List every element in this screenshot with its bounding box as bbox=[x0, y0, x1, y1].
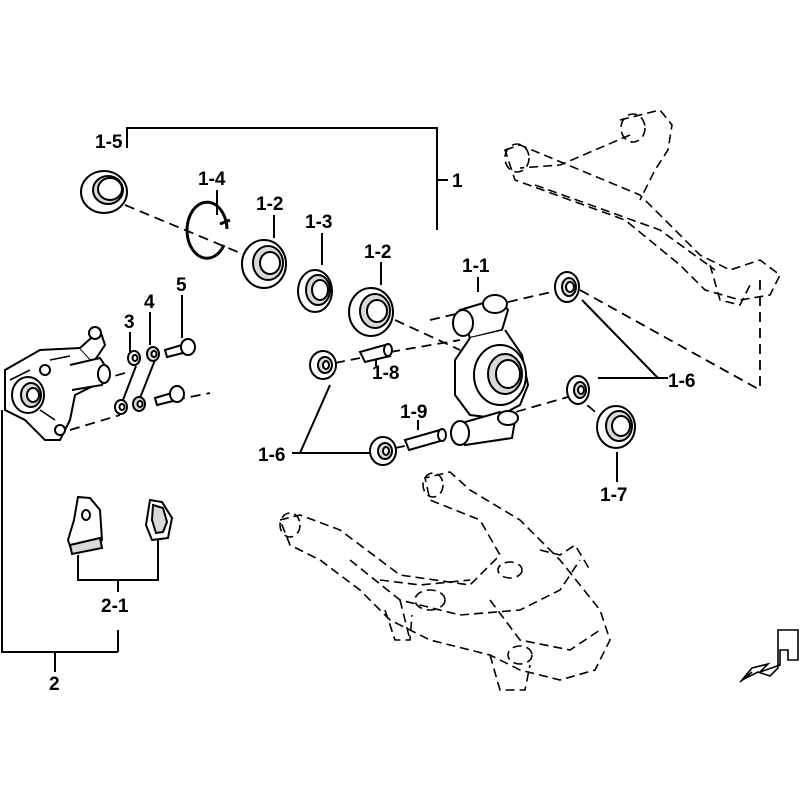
part-1-5-seal bbox=[80, 170, 128, 214]
label-2: 2 bbox=[49, 674, 60, 695]
label-4: 4 bbox=[144, 292, 155, 313]
part-1-9-bushing bbox=[403, 428, 447, 452]
label-1: 1 bbox=[452, 171, 463, 192]
label-5: 5 bbox=[176, 275, 187, 296]
label-1-6-right: 1-6 bbox=[668, 371, 695, 392]
front-direction-arrow-icon bbox=[739, 629, 799, 683]
label-1-6-left: 1-6 bbox=[258, 445, 285, 466]
label-1-3: 1-3 bbox=[305, 212, 332, 233]
part-1-7-seal bbox=[596, 405, 636, 449]
label-1-9: 1-9 bbox=[400, 402, 427, 423]
part-3-washer bbox=[114, 350, 141, 415]
part-2-brake-caliper bbox=[4, 326, 111, 441]
label-3: 3 bbox=[124, 312, 135, 333]
part-labels: 1 1-1 1-2 1-2 1-3 1-4 1-5 1-6 1-6 1-7 1-… bbox=[49, 132, 695, 695]
part-1-3-spacer bbox=[297, 269, 333, 313]
label-1-4: 1-4 bbox=[198, 169, 226, 190]
part-1-2-bearing-left bbox=[241, 239, 287, 289]
part-1-6-washer-upper-left bbox=[309, 350, 337, 380]
label-1-2-right: 1-2 bbox=[364, 242, 391, 263]
part-1-4-circlip bbox=[185, 200, 231, 260]
label-1-5: 1-5 bbox=[95, 132, 123, 153]
label-1-7: 1-7 bbox=[600, 485, 627, 506]
part-1-2-bearing-right bbox=[348, 287, 394, 337]
part-1-8-bushing bbox=[358, 343, 393, 364]
part-1-6-washer-lower-right bbox=[566, 375, 590, 405]
label-1-8: 1-8 bbox=[372, 363, 399, 384]
label-1-2-left: 1-2 bbox=[256, 194, 283, 215]
part-1-6-washer-upper-right bbox=[554, 271, 580, 303]
lower-a-arm-ghost bbox=[278, 471, 611, 691]
part-2-1-brake-pads bbox=[66, 495, 174, 556]
label-1-1: 1-1 bbox=[462, 256, 490, 277]
part-4-lock-washer bbox=[132, 346, 160, 412]
leader-lines bbox=[1, 127, 668, 672]
upper-a-arm-ghost bbox=[503, 109, 782, 306]
part-5-bolt bbox=[153, 338, 196, 407]
label-2-1: 2-1 bbox=[101, 596, 129, 617]
part-1-1-knuckle bbox=[450, 294, 530, 447]
part-1-6-washer-lower-left bbox=[369, 436, 397, 466]
